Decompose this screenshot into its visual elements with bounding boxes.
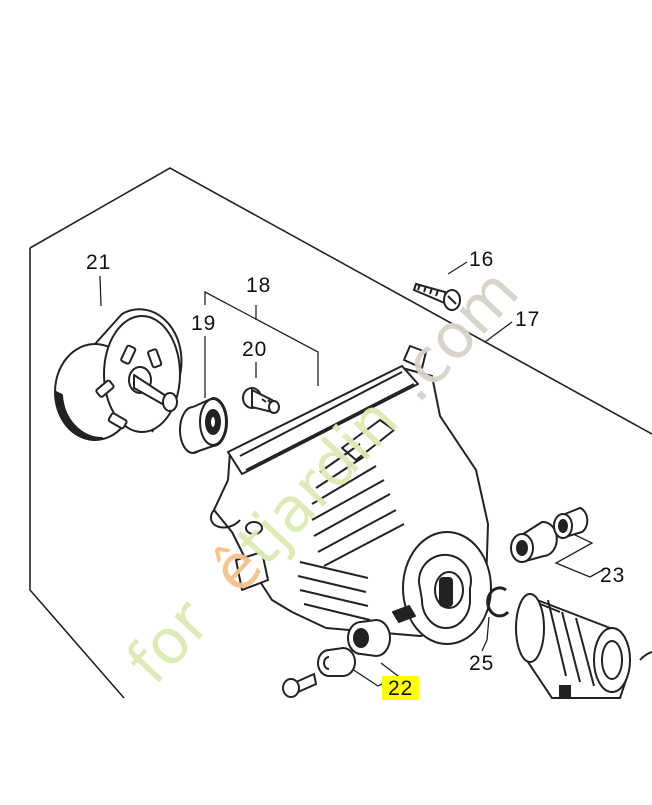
callout-25: 25 (469, 652, 495, 675)
part-clutch-carrier (515, 593, 652, 699)
diagram-frame (29, 167, 652, 699)
part-16-screw (412, 282, 461, 311)
part-20-bolt (242, 387, 280, 414)
callout-17: 17 (515, 308, 541, 331)
callout-21: 21 (86, 251, 112, 274)
part-22-bushings (317, 618, 391, 677)
part-small-bolt (282, 672, 318, 698)
part-17-housing (209, 345, 492, 645)
part-21-clutch-drum (54, 308, 183, 441)
part-23-sleeves (510, 506, 589, 564)
callout-16: 16 (469, 248, 495, 271)
callout-18: 18 (246, 274, 272, 297)
callout-19: 19 (191, 312, 217, 335)
part-19-bearing (179, 396, 228, 454)
callout-20: 20 (242, 338, 268, 361)
leader-lines (99, 261, 607, 687)
svg-text:for: for (112, 585, 224, 698)
callout-23: 23 (600, 564, 626, 587)
callout-22: 22 (382, 676, 420, 700)
part-25-circlip (486, 586, 510, 618)
